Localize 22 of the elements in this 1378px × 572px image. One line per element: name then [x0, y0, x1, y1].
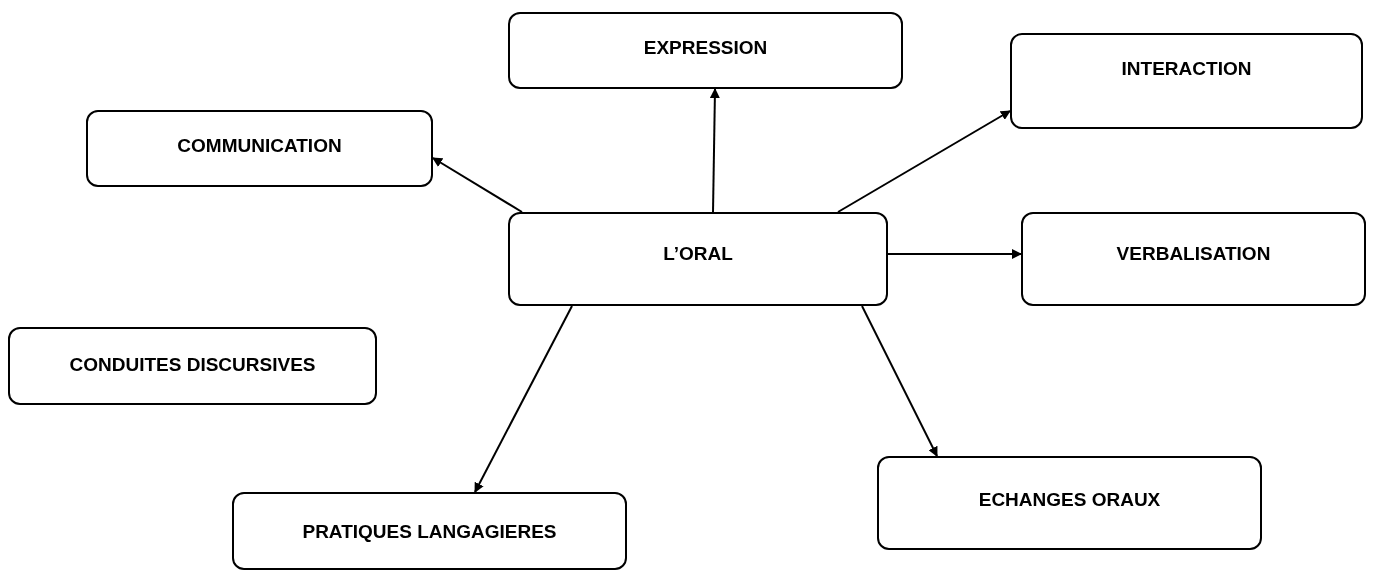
arrow: [474, 305, 573, 493]
concept-label: EXPRESSION: [643, 36, 768, 60]
arrow: [837, 110, 1011, 213]
concept-label: ECHANGES ORAUX: [978, 488, 1161, 512]
concept-box: [877, 456, 1262, 550]
concept-label: PRATIQUES LANGAGIERES: [302, 520, 557, 544]
concept-box: [508, 212, 888, 306]
concept-label: VERBALISATION: [1116, 242, 1271, 266]
concept-label: L’ORAL: [663, 242, 733, 266]
arrow: [861, 305, 938, 457]
concept-label: CONDUITES DISCURSIVES: [69, 353, 316, 377]
concept-box: [86, 110, 433, 187]
concept-label: INTERACTION: [1121, 57, 1252, 81]
concept-box: [232, 492, 627, 570]
arrow: [887, 249, 1022, 259]
arrow: [709, 88, 720, 213]
concept-box: [1010, 33, 1363, 129]
concept-box: [1021, 212, 1366, 306]
concept-box: [8, 327, 377, 405]
concept-label: COMMUNICATION: [177, 134, 342, 158]
arrow: [432, 157, 523, 213]
concept-box: [508, 12, 903, 89]
